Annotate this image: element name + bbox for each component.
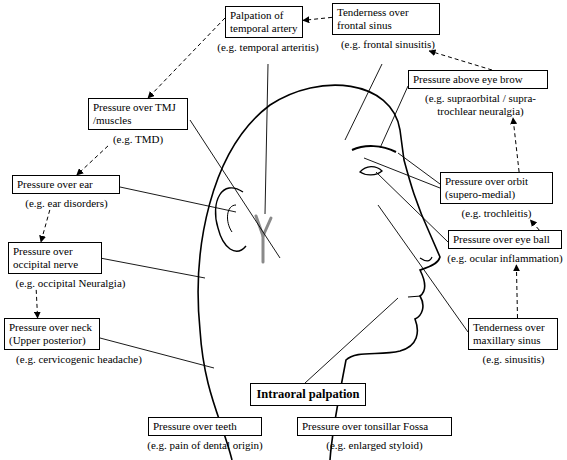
exam-box: Palpation of temporal artery(e.g. tempor… <box>225 6 303 54</box>
dashed-arrow <box>148 18 225 98</box>
dashed-arrow <box>429 51 492 70</box>
example-condition: (e.g. sinusitis) <box>466 353 561 366</box>
mouth <box>408 296 421 297</box>
head-outline <box>198 85 440 460</box>
example-condition: (e.g. trochleitis) <box>440 207 553 220</box>
dashed-arrow <box>530 220 539 230</box>
temporal-artery <box>256 216 271 262</box>
exam-box: Pressure over TMJ /muscles(e.g. TMD) <box>88 98 188 146</box>
exam-box: Pressure over orbit (supero-medial) (e.g.… <box>440 172 553 220</box>
exam-box: Tenderness over maxillary sinus (e.g. sin… <box>468 318 558 366</box>
ear-outline <box>216 188 246 251</box>
box-heading: Tenderness over maxillary sinus <box>468 318 558 350</box>
example-condition: (e.g. temporal arteritis) <box>203 41 333 54</box>
example-condition: (e.g. TMD) <box>83 133 193 146</box>
exam-box: Pressure above eye brow(e.g. supraorbita… <box>408 70 548 118</box>
box-heading: Pressure above eye brow <box>408 70 548 89</box>
box-heading: Pressure over eye ball <box>448 230 562 249</box>
dashed-arrow <box>77 146 108 175</box>
box-heading: Pressure over ear <box>12 175 120 194</box>
example-condition: (e.g. frontal sinusitis) <box>328 38 448 51</box>
exam-box: Pressure over neck (Upper posterior)(e.g… <box>4 318 100 366</box>
example-condition: (e.g. ear disorders) <box>9 197 124 210</box>
exam-box: Pressure over ear(e.g. ear disorders) <box>12 175 120 210</box>
box-heading: Pressure over neck (Upper posterior) <box>4 318 100 350</box>
dashed-arrow <box>516 265 517 318</box>
box-heading: Tenderness over frontal sinus <box>332 3 440 35</box>
example-condition: (e.g. occipital Neuralgia) <box>8 277 133 290</box>
example-condition: (e.g. supraorbital / supra-trochlear neu… <box>408 92 553 118</box>
example-condition: (e.g. pain of dental origin) <box>135 439 275 452</box>
box-heading: Pressure over TMJ /muscles <box>88 98 188 130</box>
example-condition: (e.g. cervicogenic headache) <box>4 353 154 366</box>
box-heading: Pressure over teeth <box>148 417 262 436</box>
box-heading: Pressure over occipital nerve <box>8 242 102 274</box>
box-heading: Pressure over orbit (supero-medial) <box>440 172 553 204</box>
dashed-arrow <box>36 290 37 318</box>
box-heading: Intraoral palpation <box>250 383 366 406</box>
ear-inner <box>227 205 236 232</box>
exam-box: Tenderness over frontal sinus(e.g. front… <box>332 3 440 51</box>
exam-box: Pressure over occipital nerve(e.g. occip… <box>8 242 102 290</box>
exam-box: Intraoral palpation <box>250 383 366 406</box>
dashed-arrow <box>41 210 50 242</box>
example-condition: (e.g. ocular inflammation) <box>446 252 564 265</box>
box-heading: Pressure over tonsillar Fossa <box>297 417 452 436</box>
exam-box: Pressure over eye ball (e.g. ocular infla… <box>448 230 562 265</box>
example-condition: (e.g. enlarged styloid) <box>297 439 452 452</box>
nostril <box>420 257 432 261</box>
eyebrow <box>352 146 396 152</box>
eye <box>360 167 382 175</box>
box-heading: Palpation of temporal artery <box>225 6 303 38</box>
dashed-arrow <box>513 118 519 172</box>
exam-box: Pressure over tonsillar Fossa (e.g. enlar… <box>297 417 452 452</box>
dashed-arrow <box>303 17 332 20</box>
exam-box: Pressure over teeth(e.g. pain of dental … <box>148 417 262 452</box>
